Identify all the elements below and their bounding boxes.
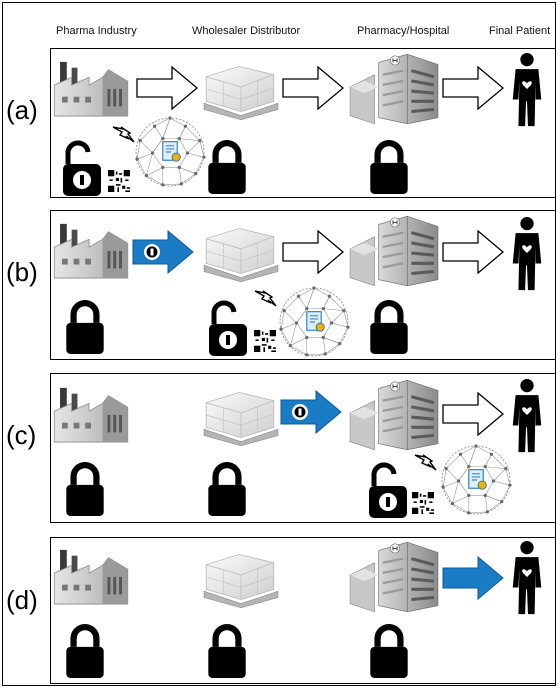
blue-arrow-key-icon	[280, 390, 342, 434]
header-pharmacy-hospital: Pharmacy/Hospital	[357, 25, 450, 37]
blockchain-network-icon	[440, 444, 512, 516]
panel-label-a: (a)	[6, 95, 38, 125]
lock-icon	[370, 303, 407, 354]
lightning-icon	[254, 290, 277, 307]
panel-d	[50, 537, 556, 684]
lock-icon	[66, 303, 103, 354]
blue-arrow-icon	[442, 556, 504, 600]
qr-code-icon	[254, 330, 276, 352]
patient-icon	[512, 378, 542, 453]
header-wholesaler-distributor: Wholesaler Distributor	[192, 25, 301, 37]
pallet-boxes-icon	[203, 66, 279, 120]
lock-icon	[66, 465, 103, 516]
blockchain-network-icon	[278, 286, 350, 358]
factory-icon	[53, 61, 129, 117]
open-lock-icon	[209, 303, 247, 356]
arrow-outline-icon	[442, 230, 504, 274]
header-final-patient: Final Patient	[489, 25, 551, 37]
lightning-icon	[414, 454, 437, 471]
lock-icon	[370, 143, 407, 194]
lock-icon	[66, 627, 103, 678]
arrow-outline-icon	[282, 230, 344, 274]
factory-icon	[53, 223, 129, 279]
lock-icon	[208, 143, 245, 194]
qr-code-icon	[108, 170, 130, 192]
panel-a	[50, 48, 556, 198]
header-pharma-industry: Pharma Industry	[56, 25, 137, 37]
qr-code-icon	[412, 492, 434, 514]
patient-icon	[512, 52, 542, 127]
arrow-outline-icon	[442, 392, 504, 436]
factory-icon	[53, 387, 129, 443]
lock-icon	[208, 465, 245, 516]
arrow-outline-icon	[442, 66, 504, 110]
arrow-outline-icon	[136, 66, 198, 110]
lightning-icon	[112, 126, 135, 143]
hospital-building-icon	[348, 540, 440, 612]
arrow-outline-icon	[282, 66, 344, 110]
pallet-boxes-icon	[203, 392, 279, 446]
panel-label-c: (c)	[6, 420, 37, 450]
pallet-boxes-icon	[203, 554, 279, 608]
lock-icon	[370, 627, 407, 678]
blue-arrow-key-icon	[132, 230, 194, 274]
factory-icon	[53, 549, 129, 605]
hospital-building-icon	[348, 378, 440, 450]
panel-label-d: (d)	[6, 585, 38, 615]
open-lock-icon	[63, 143, 101, 196]
panel-label-b: (b)	[6, 257, 38, 287]
lock-icon	[208, 627, 245, 678]
open-lock-icon	[369, 465, 407, 518]
hospital-building-icon	[348, 214, 440, 286]
pallet-boxes-icon	[203, 228, 279, 282]
blockchain-network-icon	[134, 116, 206, 188]
hospital-building-icon	[348, 52, 440, 124]
patient-icon	[512, 216, 542, 291]
patient-icon	[512, 540, 542, 615]
